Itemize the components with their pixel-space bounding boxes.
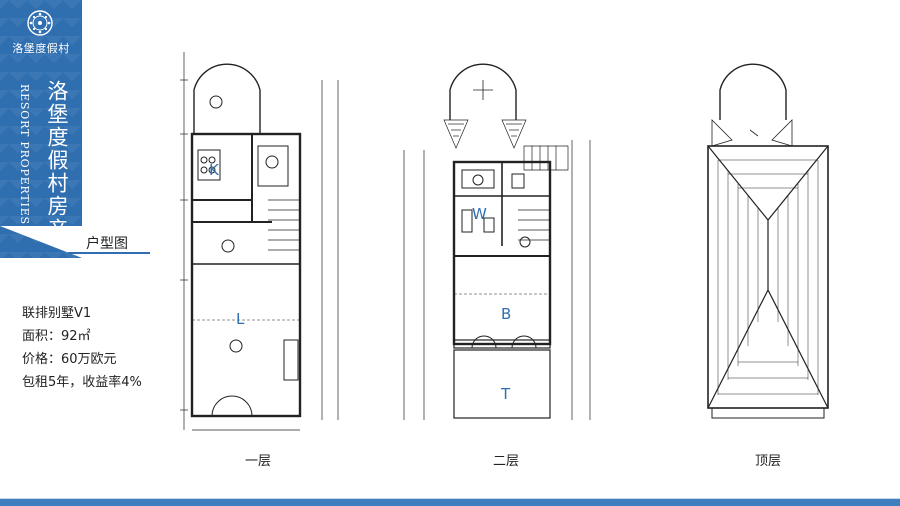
title-bar xyxy=(0,226,150,256)
room-tag-living: L xyxy=(236,310,245,328)
roof-plan xyxy=(707,63,829,419)
sidebar-banner: 洛堡度假村 RESORT PROPERTIES 洛堡度假村房产 xyxy=(0,0,82,258)
room-tag-terrace: T xyxy=(501,385,511,403)
footer-divider xyxy=(0,498,900,499)
room-tag-bedroom: B xyxy=(501,305,512,323)
vertical-chinese-title: 洛堡度假村房产 xyxy=(45,80,69,241)
floor-plan-image: K L W B T xyxy=(172,50,856,442)
property-info: 联排别墅V1 面积：92㎡ 价格：60万欧元 包租5年，收益率4% xyxy=(22,302,142,394)
footer-bar xyxy=(0,499,900,506)
info-area: 面积：92㎡ xyxy=(22,329,91,344)
roof-label: 顶层 xyxy=(754,454,781,469)
floor2-label: 二层 xyxy=(492,454,519,469)
room-tag-kitchen: K xyxy=(209,161,219,179)
floor2-plan xyxy=(403,63,591,420)
floor1-label: 一层 xyxy=(244,454,271,469)
brand-name: 洛堡度假村 xyxy=(12,42,70,55)
info-type: 联排别墅V1 xyxy=(22,306,92,321)
page-title: 户型图 xyxy=(86,236,128,252)
floor1-plan xyxy=(180,52,339,431)
compass-logo-icon xyxy=(27,10,53,36)
info-price: 价格：60万欧元 xyxy=(22,352,117,367)
vertical-english-title: RESORT PROPERTIES xyxy=(18,84,31,225)
title-underline xyxy=(68,252,150,254)
room-tag-washroom: W xyxy=(472,205,487,223)
info-lease: 包租5年，收益率4% xyxy=(22,375,142,390)
floor-plans-drawing xyxy=(180,52,829,431)
